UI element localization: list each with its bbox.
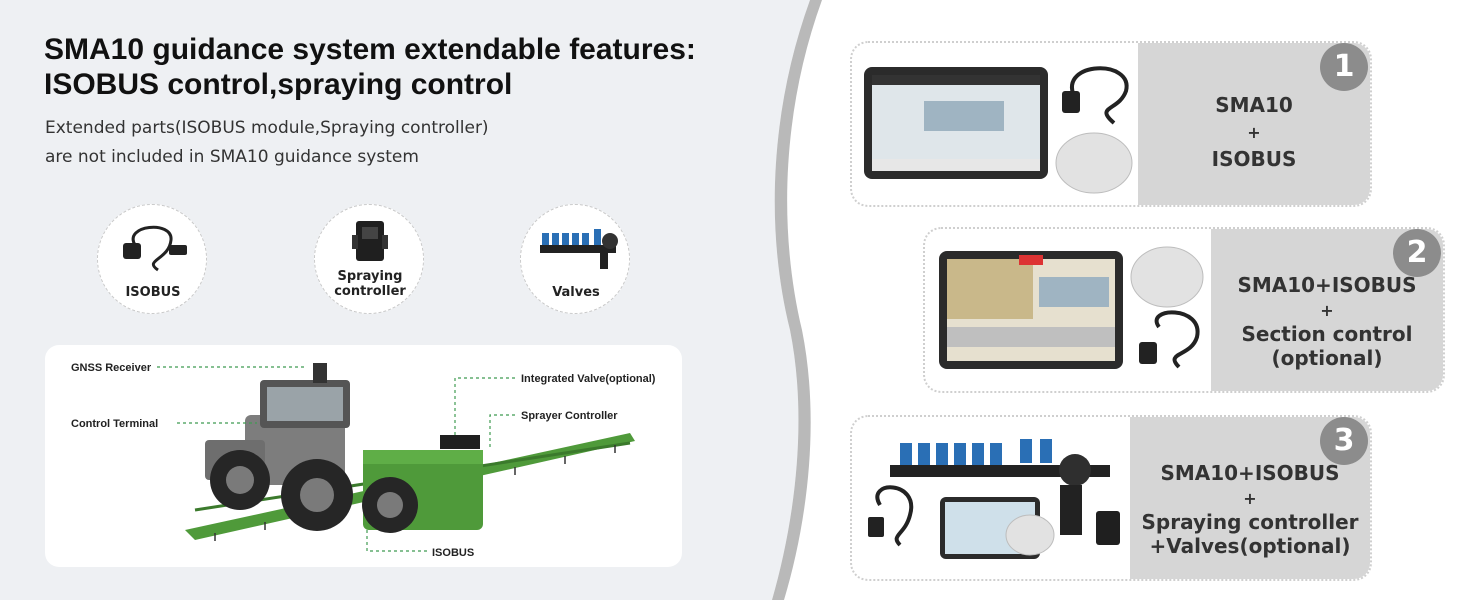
option-card-3: SMA10+ISOBUS + Spraying controller +Valv… [850, 415, 1372, 581]
part-spraying-controller: Spraying controller [314, 204, 424, 314]
option-1-line-2: + [1247, 123, 1261, 142]
option-3-line-2: + [1243, 489, 1257, 508]
option-card-2: SMA10+ISOBUS + Section control (optional… [923, 227, 1445, 393]
option-card-1: SMA10 + ISOBUS 1 [850, 41, 1372, 207]
option-3-line-4: +Valves(optional) [1149, 534, 1351, 558]
option-number-badge: 3 [1320, 417, 1368, 465]
callout-gnss-receiver: GNSS Receiver [71, 362, 152, 374]
option-3-line-3: Spraying controller [1141, 510, 1359, 534]
part-label: ISOBUS [125, 285, 181, 300]
option-2-line-2: + [1320, 301, 1334, 320]
spraying-kit-illustration [868, 439, 1120, 559]
callout-sprayer-controller: Sprayer Controller [521, 410, 618, 422]
subtitle-line-2: are not included in SMA10 guidance syste… [45, 147, 419, 167]
part-label: Spraying controller [334, 269, 406, 299]
part-isobus: ISOBUS [97, 204, 207, 314]
option-2-line-1: SMA10+ISOBUS [1237, 273, 1417, 297]
cable-icon [123, 225, 187, 272]
section-control-kit-illustration [939, 246, 1204, 369]
part-label: Valves [552, 285, 600, 300]
part-valves: Valves [520, 204, 630, 314]
option-2-line-4: (optional) [1271, 346, 1383, 370]
valve-icon [540, 229, 618, 269]
option-1-line-3: ISOBUS [1211, 147, 1297, 171]
option-1-line-1: SMA10 [1215, 93, 1293, 117]
option-label-box: SMA10+ISOBUS + Section control (optional… [1211, 229, 1443, 391]
callout-control-terminal: Control Terminal [71, 418, 159, 430]
option-number-badge: 1 [1320, 43, 1368, 91]
option-number-badge: 2 [1393, 229, 1441, 277]
option-3-line-1: SMA10+ISOBUS [1160, 461, 1340, 485]
option-label-box: SMA10 + ISOBUS 1 [1138, 43, 1370, 205]
controller-icon [352, 221, 388, 261]
page-title: SMA10 guidance system extendable feature… [44, 33, 696, 101]
sprayer-diagram: GNSS Receiver Control Terminal Integrate… [45, 345, 682, 567]
callout-isobus: ISOBUS [432, 547, 475, 559]
terminal-kit-illustration [864, 66, 1133, 194]
option-label-box: SMA10+ISOBUS + Spraying controller +Valv… [1130, 417, 1370, 579]
callout-integrated-valve: Integrated Valve(optional) [521, 373, 656, 385]
subtitle-line-1: Extended parts(ISOBUS module,Spraying co… [45, 118, 489, 138]
option-2-line-3: Section control [1241, 322, 1413, 346]
tractor-sprayer-illustration [157, 363, 635, 552]
